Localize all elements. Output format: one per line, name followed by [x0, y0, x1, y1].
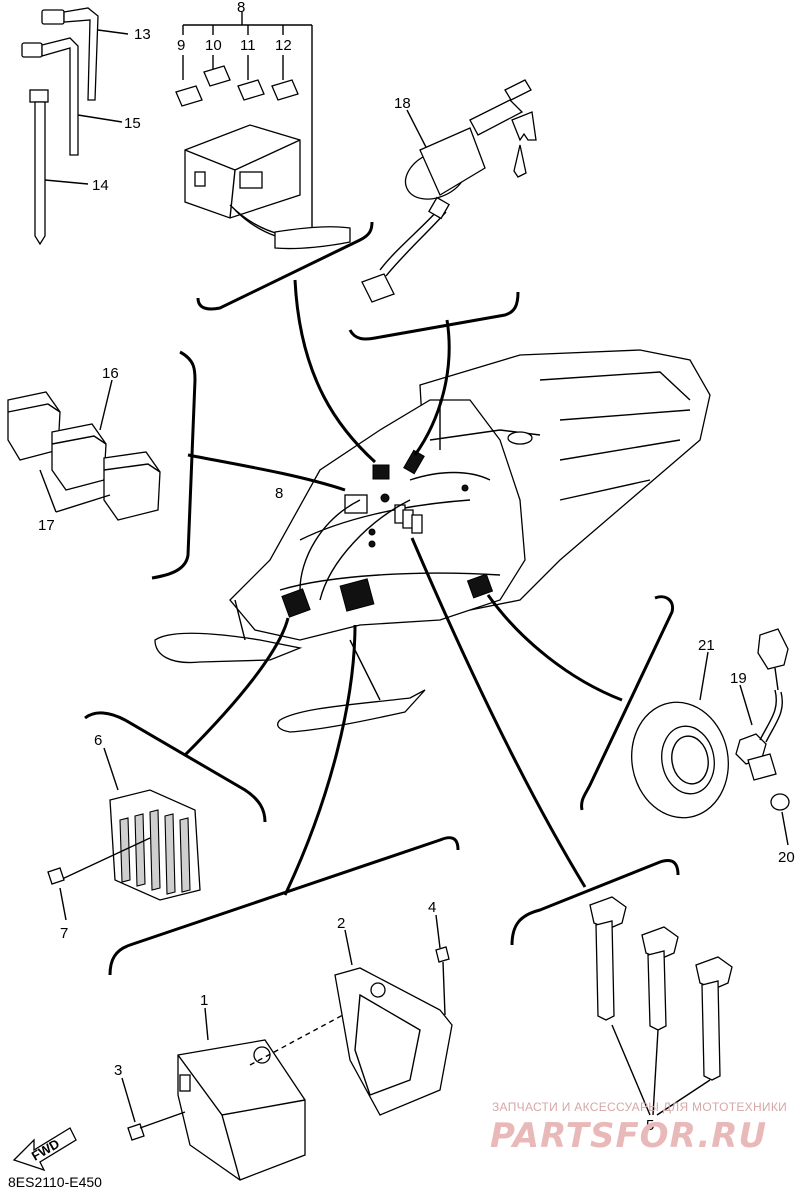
callout-1: 1 [200, 992, 208, 1009]
fuse-12 [271, 79, 299, 101]
relay-2 [51, 423, 107, 491]
callout-19: 19 [730, 670, 747, 687]
callout-15: 15 [124, 115, 141, 132]
drawing-code: 8ES2110-E450 [8, 1174, 102, 1190]
callout-18: 18 [394, 95, 411, 112]
watermark-tagline: ЗАПЧАСТИ И АКСЕССУАРЫ ДЛЯ МОТОТЕХНИКИ [492, 1100, 788, 1114]
callout-2: 2 [337, 915, 345, 932]
ignition-coils [589, 896, 733, 1116]
callout-9: 9 [177, 37, 185, 54]
pickup-rotor [631, 701, 729, 819]
callout-numbers: 1 2 3 4 5 6 7 8 8 9 10 11 12 13 14 15 16… [38, 0, 795, 1134]
callout-7: 7 [60, 925, 68, 942]
snowmobile-body [154, 349, 711, 733]
cdi-unit-assembly [121, 914, 453, 1181]
sensor-assembly [631, 628, 790, 846]
relays-assembly [7, 379, 161, 521]
leader-lines [84, 221, 680, 976]
callout-20: 20 [778, 849, 795, 866]
fuse-11 [237, 79, 265, 101]
fuse-10 [203, 65, 231, 87]
callout-17: 17 [38, 517, 55, 534]
callout-4: 4 [428, 899, 436, 916]
callout-5: 5 [646, 1117, 654, 1134]
callout-8-top: 8 [237, 0, 245, 16]
callout-11: 11 [240, 37, 256, 54]
fuse-box-assembly [175, 12, 351, 250]
ignition-coil-1 [589, 896, 627, 1021]
callout-6: 6 [94, 732, 102, 749]
callout-12: 12 [275, 37, 292, 54]
fuse-9 [175, 85, 203, 107]
callout-8-body: 8 [275, 485, 283, 502]
ignition-coil-3 [695, 956, 733, 1081]
relay-3 [103, 451, 161, 521]
cdi-bracket [334, 967, 453, 1116]
main-switch-assembly [361, 79, 537, 303]
callout-16: 16 [102, 365, 119, 382]
fwd-direction-arrow: FWD [12, 1127, 77, 1172]
watermark-logo: PARTSFOR.RU [490, 1116, 768, 1156]
ignition-coil-2 [641, 926, 679, 1031]
band-13 [41, 9, 65, 25]
callout-10: 10 [205, 37, 222, 54]
callout-14: 14 [92, 177, 109, 194]
callout-21: 21 [698, 637, 715, 654]
cdi-unit [177, 1039, 306, 1181]
callout-3: 3 [114, 1062, 122, 1079]
rectifier-assembly [47, 747, 201, 921]
callout-13: 13 [134, 26, 151, 43]
band-14 [34, 101, 46, 246]
cable-ties [21, 7, 129, 246]
